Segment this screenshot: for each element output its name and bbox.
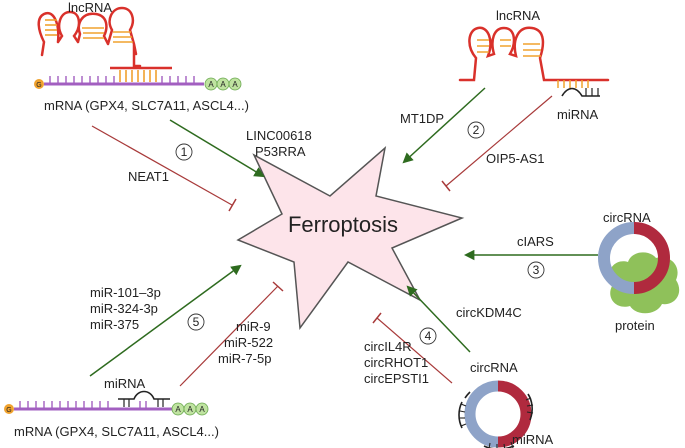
panel1-lncrna-label: lncRNA bbox=[68, 0, 112, 15]
panel2-promoter-1: MT1DP bbox=[400, 111, 444, 126]
panel3-number: 3 bbox=[533, 263, 540, 277]
panel2-mirna-graphic bbox=[561, 87, 600, 97]
panel3-promoter-1: cIARS bbox=[517, 234, 554, 249]
svg-text:A: A bbox=[220, 80, 226, 89]
panel1-number: 1 bbox=[181, 145, 188, 159]
panel5-poly-a-tail: A A A bbox=[171, 402, 209, 416]
panel1-inhibit-arrow bbox=[91, 125, 237, 212]
panel2-lncrna-graphic bbox=[458, 26, 610, 88]
svg-text:A: A bbox=[175, 405, 181, 414]
svg-text:A: A bbox=[199, 405, 205, 414]
panel1-number-badge bbox=[175, 143, 193, 161]
panel1-mrna-label: mRNA (GPX4, SLC7A11, ASCL4...) bbox=[44, 98, 249, 113]
panel5-mirna-graphic bbox=[118, 390, 170, 407]
panel1-promoter-1: LINC00618 bbox=[246, 128, 312, 143]
panel2-number: 2 bbox=[473, 123, 480, 137]
panel3-circrna-label: circRNA bbox=[603, 210, 651, 225]
ferroptosis-label: Ferroptosis bbox=[288, 212, 398, 237]
panel5-number-badge bbox=[187, 313, 205, 331]
svg-text:A: A bbox=[232, 80, 238, 89]
panel4-circrna-graphic bbox=[458, 380, 534, 448]
panel4-promoter-1: circKDM4C bbox=[456, 305, 522, 320]
panel4-promote-arrow bbox=[406, 285, 471, 353]
panel4-number: 4 bbox=[425, 329, 432, 343]
panel2-lncrna-label: lncRNA bbox=[496, 8, 540, 23]
panel4-circrna-label: circRNA bbox=[470, 360, 518, 375]
panel4-inhibitor-1: circIL4R bbox=[364, 339, 412, 354]
panel1-promote-arrow bbox=[169, 119, 265, 178]
panel5-promote-arrow bbox=[89, 264, 242, 377]
panel1-promoter-2: P53RRA bbox=[255, 144, 306, 159]
panel5-inhibit-arrow bbox=[179, 281, 284, 387]
panel5-cap bbox=[4, 404, 14, 414]
panel2-mirna-label: miRNA bbox=[557, 107, 598, 122]
panel5-inhibitor-2: miR-522 bbox=[224, 335, 273, 350]
ferroptosis-star bbox=[236, 146, 465, 331]
svg-text:A: A bbox=[187, 405, 193, 414]
panel4-inhibit-arrow bbox=[372, 312, 453, 384]
panel5-promoter-2: miR-324-3p bbox=[90, 301, 158, 316]
panel4-inhibitor-3: circEPSTI1 bbox=[364, 371, 429, 386]
panel4-inhibitor-2: circRHOT1 bbox=[364, 355, 428, 370]
panel3-circrna-graphic bbox=[598, 222, 670, 294]
panel5-inhibitor-3: miR-7-5p bbox=[218, 351, 271, 366]
panel5-mrna-strand bbox=[14, 401, 172, 411]
panel1-cap-label: G bbox=[36, 82, 41, 89]
panel5-cap-label: G bbox=[6, 407, 11, 414]
panel1-poly-a-tail: A A A bbox=[204, 77, 242, 91]
panel5-number: 5 bbox=[193, 315, 200, 329]
panel2-inhibit-arrow bbox=[441, 95, 553, 192]
panel5-mrna-label: mRNA (GPX4, SLC7A11, ASCL4...) bbox=[14, 424, 219, 439]
panel5-promoter-1: miR-101–3p bbox=[90, 285, 161, 300]
panel2-inhibitor-1: OIP5-AS1 bbox=[486, 151, 545, 166]
panel3-number-badge bbox=[527, 261, 545, 279]
panel4-number-badge bbox=[419, 327, 437, 345]
panel5-promoter-3: miR-375 bbox=[90, 317, 139, 332]
panel1-inhibitor-1: NEAT1 bbox=[128, 169, 169, 184]
panel4-mirna-label: miRNA bbox=[512, 432, 553, 447]
panel5-mirna-label: miRNA bbox=[104, 376, 145, 391]
panel2-number-badge bbox=[467, 121, 485, 139]
panel3-protein-label: protein bbox=[615, 318, 655, 333]
panel1-mrna-strand bbox=[44, 76, 204, 86]
panel1-cap bbox=[34, 79, 44, 89]
panel2-promote-arrow bbox=[402, 87, 486, 164]
panel5-inhibitor-1: miR-9 bbox=[236, 319, 271, 334]
svg-text:A: A bbox=[208, 80, 214, 89]
panel1-lncrna-graphic bbox=[37, 6, 172, 82]
